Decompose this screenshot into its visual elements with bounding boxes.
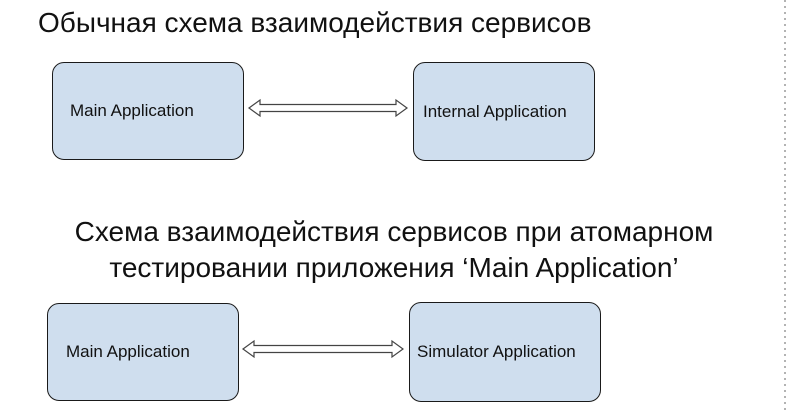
double-arrow-shape [247, 98, 409, 118]
simulator-application-label: Simulator Application [417, 342, 576, 361]
double-arrow-icon [247, 98, 409, 118]
heading-atomic-scheme: Схема взаимодействия сервисов при атомар… [0, 214, 788, 286]
simulator-application-box: Simulator Application [409, 302, 601, 402]
internal-application-box: Internal Application [413, 62, 595, 161]
main-application-label: Main Application [70, 101, 194, 120]
heading-atomic-line-2: тестировании приложения ‘Main Applicatio… [109, 252, 679, 283]
double-arrow-icon [241, 339, 405, 359]
double-arrow-shape [241, 339, 405, 359]
heading-atomic-line-1: Схема взаимодействия сервисов при атомар… [74, 216, 714, 247]
main-application-label: Main Application [66, 342, 190, 361]
edge-dotted-border [784, 0, 786, 412]
heading-normal-scheme: Обычная схема взаимодействия сервисов [38, 7, 592, 38]
main-application-box: Main Application [47, 303, 239, 401]
main-application-box: Main Application [52, 62, 244, 160]
internal-application-label: Internal Application [423, 101, 567, 121]
